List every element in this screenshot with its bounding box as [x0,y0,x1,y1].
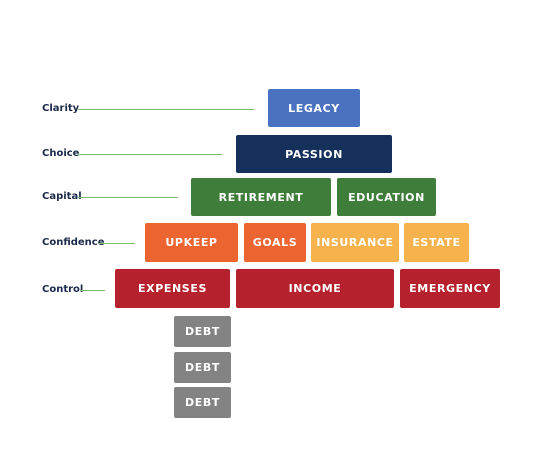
block-education: EDUCATION [337,178,436,216]
connector-line-clarity [78,109,254,110]
block-debt-3: DEBT [174,387,231,418]
connector-line-control [80,290,105,291]
block-estate: ESTATE [404,223,469,262]
block-insurance: INSURANCE [311,223,399,262]
connector-line-capital [78,197,178,198]
level-label-clarity: Clarity [42,103,80,114]
level-label-confidence: Confidence [42,237,105,248]
block-retirement: RETIREMENT [191,178,331,216]
block-debt-2: DEBT [174,352,231,383]
block-passion: PASSION [236,135,392,173]
block-emergency: EMERGENCY [400,269,500,308]
block-legacy: LEGACY [268,89,360,127]
block-upkeep: UPKEEP [145,223,238,262]
block-debt-1: DEBT [174,316,231,347]
block-expenses: EXPENSES [115,269,230,308]
connector-line-confidence [99,243,135,244]
block-goals: GOALS [244,223,306,262]
block-income: INCOME [236,269,394,308]
level-label-control: Control [42,284,84,295]
level-label-capital: Capital [42,191,82,202]
level-label-choice: Choice [42,148,80,159]
connector-line-choice [78,154,222,155]
